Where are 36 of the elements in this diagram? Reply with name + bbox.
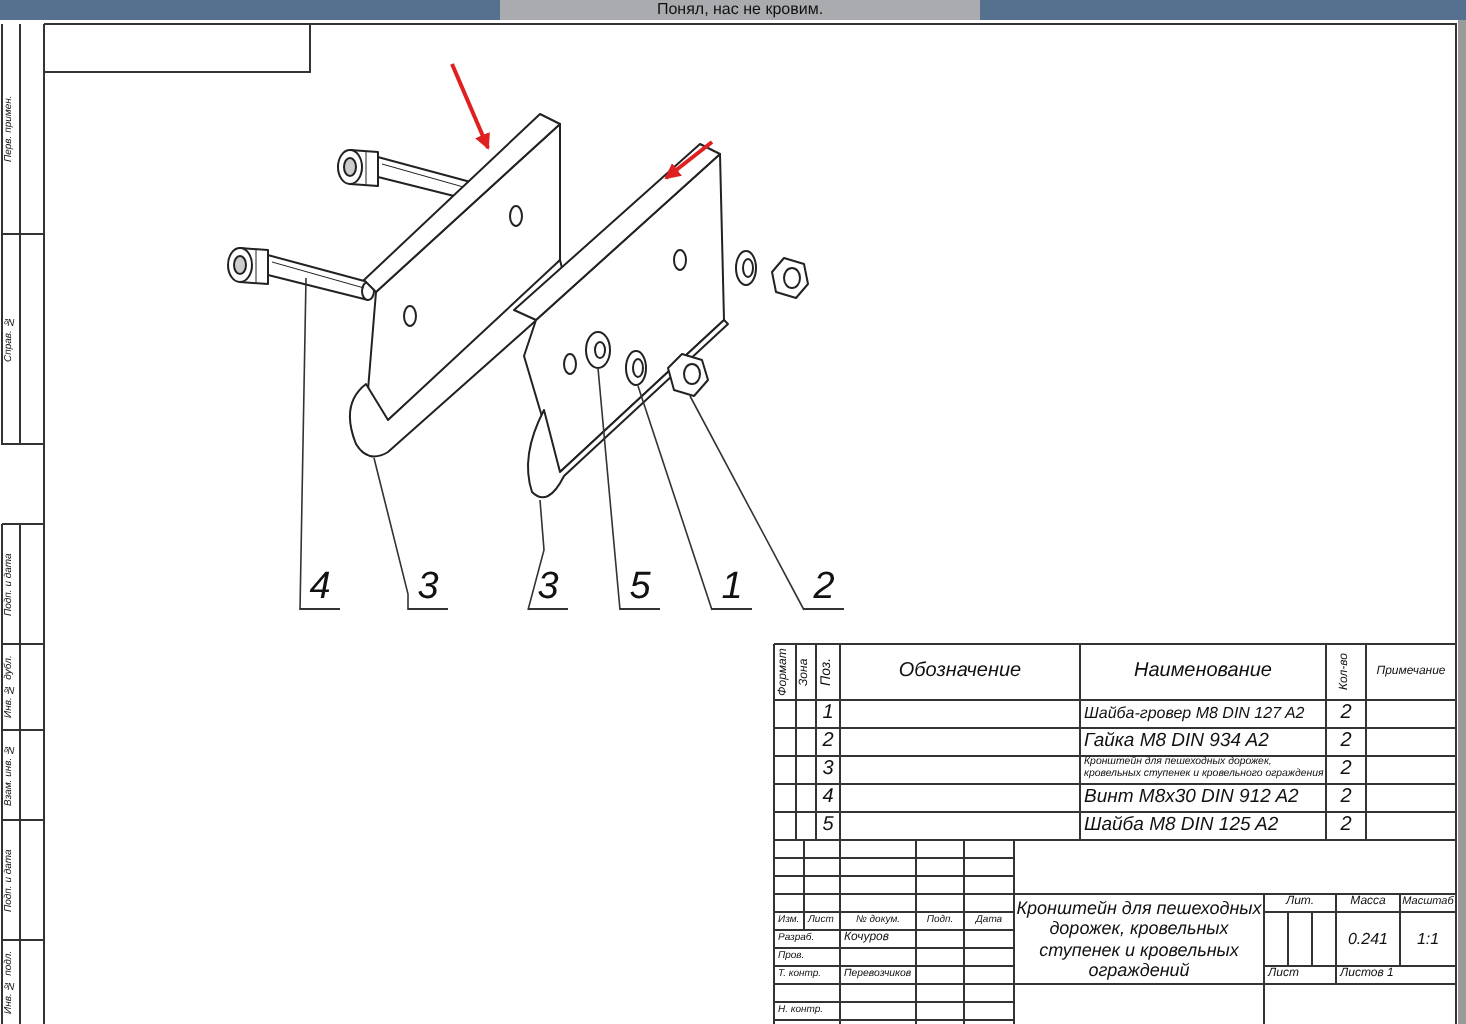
- item-position: 1: [822, 702, 834, 726]
- message-text: Понял, нас не кровим.: [656, 0, 824, 20]
- part-quantity: 2: [1340, 758, 1352, 782]
- callout-number: 3: [408, 566, 448, 610]
- item-position: 4: [822, 786, 834, 810]
- mass-value: 0.241: [1347, 929, 1389, 949]
- bolt-drawing: [227, 247, 375, 301]
- scale-value: 1:1: [1416, 929, 1440, 949]
- callout-number: 5: [620, 566, 660, 610]
- leader-line: [637, 385, 713, 611]
- part-name: Шайба M8 DIN 125 A2: [1084, 815, 1279, 837]
- part-quantity: 2: [1340, 730, 1352, 754]
- nut-drawing: [667, 353, 709, 397]
- arrow: [450, 63, 490, 150]
- leader-line: [689, 395, 805, 611]
- part-name: Шайба-гровер M8 DIN 127 A2: [1084, 704, 1305, 724]
- column-header: Наименование: [1133, 660, 1272, 684]
- part-quantity: 2: [1340, 786, 1352, 810]
- callout-number: 3: [528, 566, 568, 610]
- item-position: 2: [822, 730, 834, 754]
- callout-number: 1: [712, 566, 752, 610]
- part-quantity: 2: [1340, 702, 1352, 726]
- leader-line: [527, 499, 545, 611]
- callout-number: 2: [804, 566, 844, 610]
- item-position: 3: [822, 758, 834, 782]
- part-name: Винт M8x30 DIN 912 A2: [1084, 787, 1299, 809]
- part-name: Гайка M8 DIN 934 A2: [1084, 731, 1269, 753]
- callout-number: 4: [300, 566, 340, 610]
- item-position: 5: [822, 814, 834, 838]
- bracket-drawing: [513, 143, 729, 499]
- leader-line: [299, 277, 307, 611]
- part-quantity: 2: [1340, 814, 1352, 838]
- drawing-title: Кронштейн для пешеходных дорожек, кровельных ступенек и кровельных ограждений: [1014, 897, 1264, 981]
- arrow: [664, 140, 714, 180]
- column-header: Обозначение: [898, 660, 1022, 684]
- leader-line: [597, 367, 621, 611]
